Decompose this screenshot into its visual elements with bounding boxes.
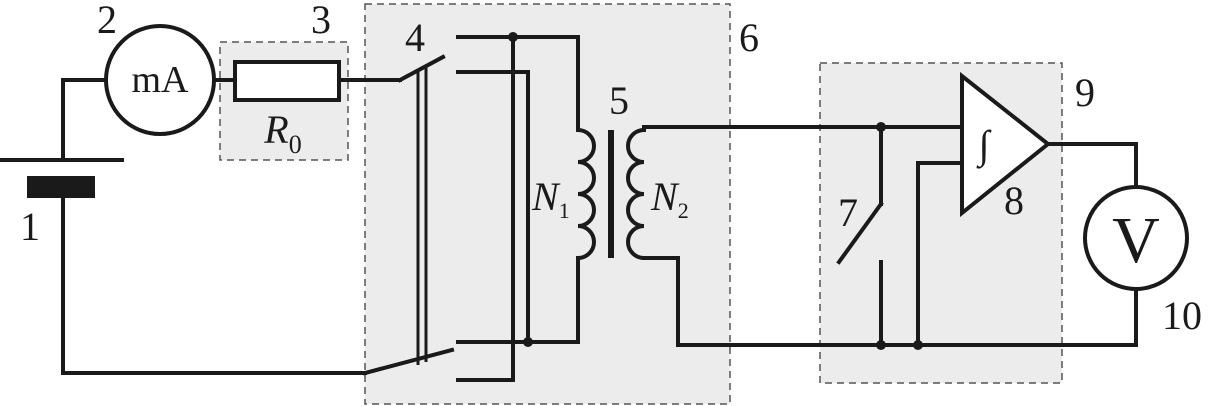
label-3: 3 (311, 0, 331, 42)
wire-battery-bottom (61, 196, 367, 375)
reset-switch (836, 122, 886, 350)
label-8: 8 (1004, 178, 1024, 223)
label-6: 6 (739, 15, 759, 60)
wire-secondary-top (642, 125, 961, 132)
integral-symbol: ∫ (976, 122, 993, 169)
reversing-switch (362, 32, 580, 382)
wire-battery-ma (61, 78, 107, 162)
milliammeter (104, 24, 216, 136)
wire-secondary-bottom (642, 256, 1138, 347)
wire-output (1046, 142, 1138, 189)
transformer (575, 127, 647, 261)
secondary-coil (626, 127, 647, 261)
milliammeter-label: mA (132, 59, 190, 101)
secondary-coil-label: N2 (650, 174, 689, 223)
primary-coil (575, 127, 596, 261)
label-2: 2 (97, 0, 117, 42)
resistor (233, 60, 341, 102)
label-7: 7 (838, 190, 858, 235)
label-4: 4 (405, 15, 425, 60)
label-9: 9 (1075, 70, 1095, 115)
integrator-box (819, 62, 1063, 384)
voltmeter (1083, 185, 1189, 291)
battery (0, 158, 124, 198)
label-10: 10 (1162, 293, 1202, 338)
label-1: 1 (20, 204, 40, 249)
voltmeter-label: V (1112, 204, 1160, 277)
integrator-amplifier (960, 71, 1052, 218)
wire-integrator-ground (916, 161, 961, 347)
primary-coil-label: N1 (531, 174, 570, 223)
label-5: 5 (609, 78, 629, 123)
resistor-label: R0 (263, 107, 301, 159)
